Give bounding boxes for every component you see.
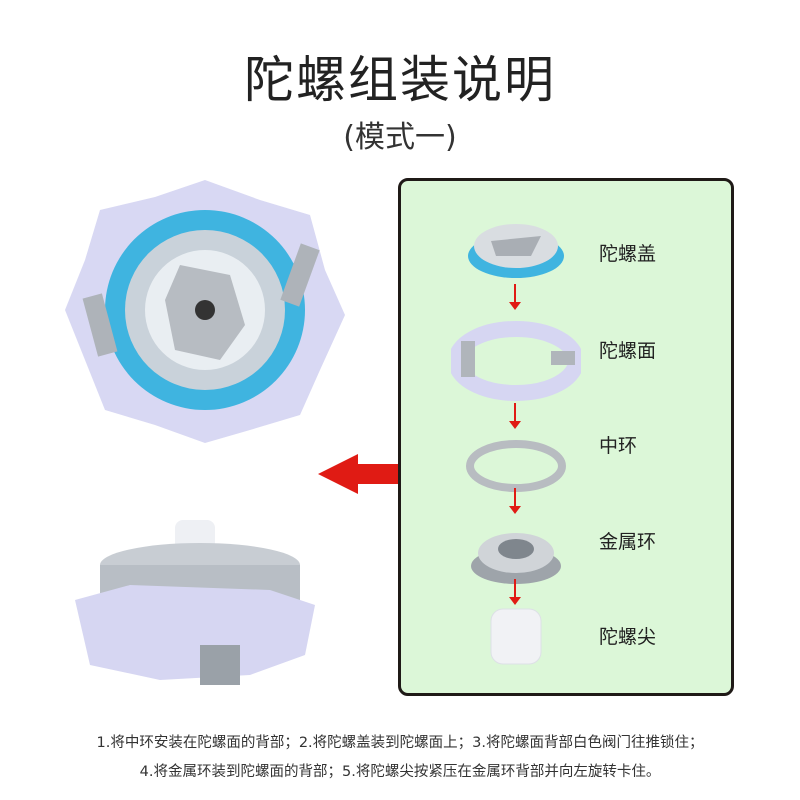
instruction-line-1: 1.将中环安装在陀螺面的背部；2.将陀螺盖装到陀螺面上；3.将陀螺面背部白色阀门… (96, 735, 704, 751)
instruction-line-2: 4.将金属环装到陀螺面的背部；5.将陀螺尖按紧压在金属环背部并向左旋转卡住。 (139, 764, 661, 780)
part-label-face: 陀螺面 (599, 340, 657, 362)
part-label-cap: 陀螺盖 (599, 243, 657, 265)
down-arrow-icon (509, 403, 521, 429)
down-arrow-icon (509, 284, 521, 310)
part-label-tip: 陀螺尖 (599, 626, 657, 648)
assembled-top-photo (65, 180, 345, 443)
down-arrow-icon (509, 579, 521, 605)
tip-photo (490, 608, 542, 665)
down-arrow-icon (509, 488, 521, 514)
page-title: 陀螺组装说明 (244, 51, 556, 109)
middle-ring-photo (466, 440, 566, 492)
left-arrow-icon (318, 454, 400, 494)
top-side-view-photo (75, 520, 315, 685)
page-subtitle: (模式一) (343, 120, 457, 155)
metal-ring-photo (471, 533, 561, 584)
assembly-parts-panel: 陀螺盖 陀螺面 中环 金属环 陀螺尖 (398, 178, 734, 696)
part-label-metal-ring: 金属环 (599, 531, 657, 553)
face-ring-photo (451, 321, 581, 401)
part-label-middle-ring: 中环 (599, 435, 638, 457)
top-cap-photo (468, 224, 564, 278)
